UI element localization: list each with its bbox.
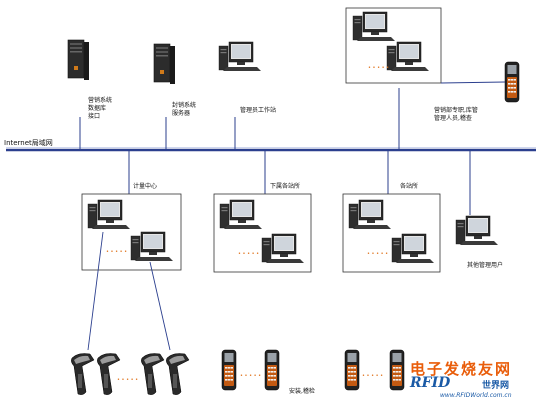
dots: • • • • • (367, 251, 389, 257)
sub-station-pc-icon (219, 199, 263, 230)
stations-box (342, 193, 441, 273)
lan-backbone (6, 147, 536, 152)
sub-stations-box (213, 193, 312, 273)
bottom-drops (128, 151, 471, 215)
watermark-title: 电子发烧友网 (410, 360, 513, 378)
station-pc-icon (348, 199, 392, 230)
top-drops (79, 88, 400, 149)
sales-pc-icon (352, 11, 396, 42)
handheld-terminal-icon (221, 349, 237, 391)
metering-pc-icon (87, 199, 131, 230)
scanner-icon (165, 353, 190, 396)
scanner-icon (96, 353, 121, 396)
watermark-logo: RFID (410, 375, 451, 391)
metering-box (81, 193, 182, 271)
dots: • • • • • (362, 373, 384, 379)
admin-workstation-icon (218, 41, 262, 72)
scanner-icon (70, 353, 95, 396)
dots: • • • • • (368, 65, 390, 71)
dots: • • • • • (238, 251, 260, 257)
encrypt-server-label: 封销系统 服务器 (172, 102, 197, 117)
handheld-terminal-icon (344, 349, 360, 391)
sales-mgmt-label: 营销部专职,库管 管理人员,稽查 (434, 107, 478, 122)
sub-station-pc-icon (261, 233, 305, 264)
dots: • • • • • (117, 377, 139, 383)
watermark-cn: 世界网 (482, 381, 510, 391)
sales-mgmt-box (345, 7, 442, 84)
watermark: 电子发烧友网 RFID 世界网 www.RFIDWorld.com.cn (388, 356, 538, 402)
station-pc-icon (391, 233, 435, 264)
dots: • • • • • (106, 249, 128, 255)
sub-stations-label: 下属各站所 (270, 183, 301, 190)
dots: • • • • • (240, 373, 262, 379)
admin-ws-label: 管理员工作站 (240, 107, 277, 114)
sales-pc-icon (386, 41, 430, 72)
stations-label: 各站所 (400, 183, 419, 190)
scanner-links (87, 231, 171, 351)
other-users-label: 其他管理用户 (467, 262, 504, 269)
sales-db-server-icon (67, 39, 90, 81)
metering-label: 计量中心 (133, 183, 158, 190)
watermark-url: www.RFIDWorld.com.cn (440, 392, 512, 399)
handheld-terminal-icon (264, 349, 280, 391)
scanner-icon (140, 353, 165, 396)
lan-label: Internet局域网 (4, 139, 53, 147)
handheld-terminal-icon (504, 61, 520, 103)
other-user-pc-icon (455, 215, 499, 246)
encrypt-server-icon (153, 43, 176, 85)
handheld-link (440, 81, 506, 84)
sales-db-label: 营销系统 数据库 接口 (88, 97, 113, 120)
install-check-label: 安装,稽检 (289, 388, 315, 395)
metering-pc-icon (130, 231, 174, 262)
